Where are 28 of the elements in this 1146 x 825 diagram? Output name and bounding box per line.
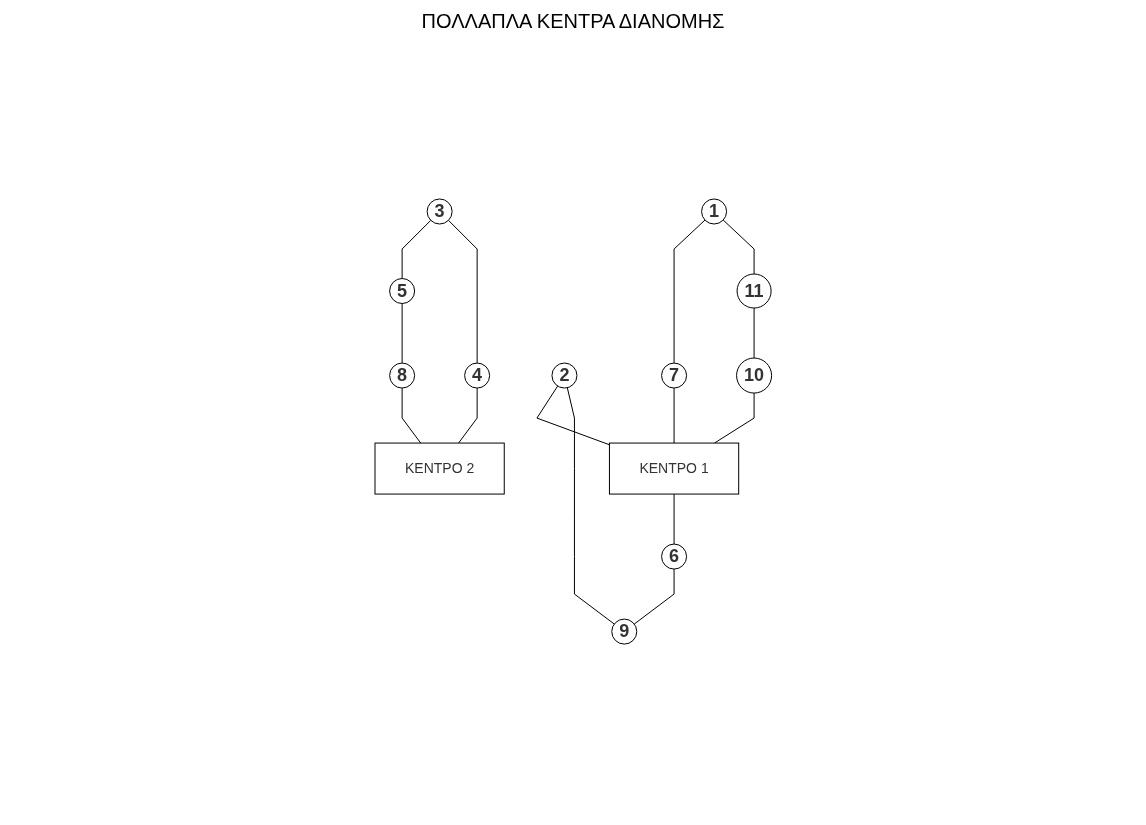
node-circle: 3 <box>426 198 453 225</box>
connector <box>713 393 755 444</box>
connector <box>673 494 675 545</box>
connector <box>457 388 478 444</box>
node-circle: 5 <box>388 278 415 305</box>
connector <box>401 220 431 280</box>
node-circle: 8 <box>388 363 415 389</box>
node-circle: 6 <box>660 544 687 571</box>
node-circle: 2 <box>551 363 578 389</box>
connector <box>673 220 706 364</box>
node-circle: 9 <box>610 619 637 646</box>
node-circle: 10 <box>735 358 772 394</box>
connector <box>536 386 610 446</box>
connector <box>401 388 421 444</box>
connector <box>673 388 675 444</box>
node-circle: 1 <box>700 198 727 225</box>
connector <box>633 569 675 625</box>
node-circle: 4 <box>463 363 490 389</box>
connector <box>753 308 755 359</box>
node-box: ΚΕΝΤΡΟ 1 <box>608 443 739 495</box>
connector <box>722 220 755 275</box>
connector <box>566 387 615 625</box>
node-circle: 11 <box>736 273 772 309</box>
connector <box>447 220 478 364</box>
diagram-title: ΠΟΛΛΑΠΛΑ ΚΕΝΤΡΑ ΔΙΑΝΟΜΗΣ <box>420 9 726 34</box>
node-circle: 7 <box>660 363 687 389</box>
connector <box>401 303 403 364</box>
node-box: ΚΕΝΤΡΟ 2 <box>374 443 505 495</box>
